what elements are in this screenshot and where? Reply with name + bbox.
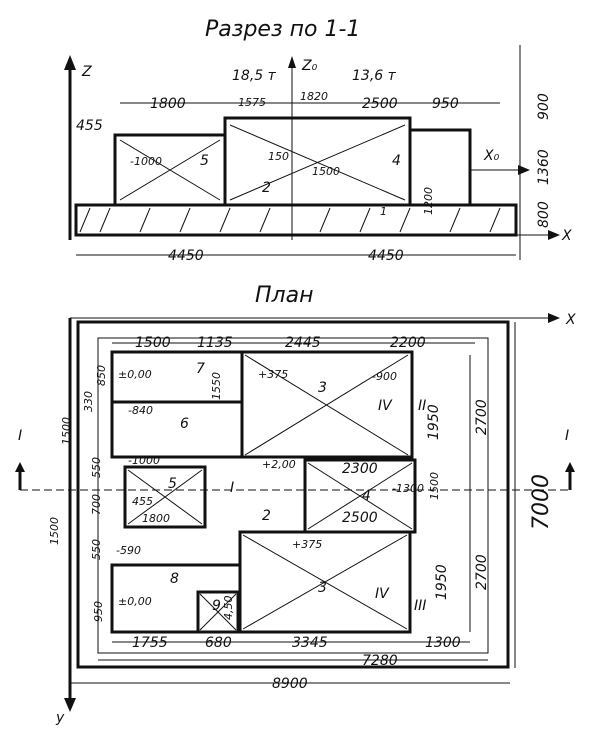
plan-level-13: 2500: [342, 510, 378, 526]
sec-right-dim-1: 900: [536, 93, 552, 120]
plan-left-dim-4: 1500: [48, 517, 61, 545]
plan-right-mid-1: 2700: [474, 399, 490, 435]
plan-overall-inner: 7280: [362, 653, 398, 669]
plan-level-10: ±0,00: [118, 595, 152, 608]
plan-right-inner-2: 1500: [428, 472, 441, 500]
sec-level-2: 150: [268, 150, 289, 163]
plan-room-4: 4: [362, 488, 371, 504]
plan-room-II: II: [418, 398, 426, 414]
plan-level-12: 2300: [342, 461, 378, 477]
sec-room-1: 1: [380, 205, 387, 218]
sec-top-dim-4: 2500: [362, 96, 398, 112]
plan-bottom-dim-3: 3345: [292, 635, 328, 651]
plan-level-2: -840: [128, 404, 153, 417]
sec-right-dim-2: 1360: [536, 149, 552, 185]
axis-z-label: Z: [81, 64, 92, 80]
plan-left-small-3: 550: [90, 539, 103, 560]
section-mark-left: I: [18, 428, 22, 444]
plan-level-7: 455: [132, 495, 153, 508]
plan-room-2: 2: [262, 508, 271, 524]
plan-room-8: 8: [170, 571, 179, 587]
sec-axis-x-label: X: [561, 228, 572, 244]
plan-axis-x-label: X: [565, 312, 576, 328]
plan-left-small-2: 700: [90, 494, 103, 515]
plan-left-dim-3: 1500: [60, 417, 73, 445]
section-mark-right: I: [565, 428, 569, 444]
plan-top-dim-3: 2445: [285, 335, 321, 351]
plan-level-8: 1800: [142, 512, 170, 525]
plan-bottom-dim-1: 1755: [132, 635, 168, 651]
plan-room-9: 9: [212, 598, 221, 614]
mass-right-label: 13,6 т: [352, 68, 397, 84]
sec-room-4: 4: [392, 153, 401, 169]
plan-room-I: I: [230, 480, 234, 496]
axis-z0-label: Z₀: [301, 58, 318, 74]
plan-level-6: -1000: [128, 454, 160, 467]
mass-left-label: 18,5 т: [232, 68, 277, 84]
plan-right-inner-1: 1950: [426, 404, 442, 440]
plan-bottom-dim-2: 680: [205, 635, 232, 651]
plan-rooms: [110, 350, 417, 634]
sec-top-dim-1: 1800: [150, 96, 186, 112]
sec-room-5: 5: [200, 153, 209, 169]
plan-left-dim-2: 330: [82, 391, 95, 412]
sec-level-3: 1500: [312, 165, 340, 178]
plan-inner-frame: [97, 337, 489, 654]
sec-top-dim-2: 1575: [238, 96, 266, 109]
sec-top-dim-3: 1820: [300, 90, 328, 103]
plan-right-inner-3: 1950: [434, 564, 450, 600]
sec-top-dim-5: 950: [432, 96, 459, 112]
plan-title: План: [255, 283, 313, 308]
plan-overall-outer: 8900: [272, 676, 308, 692]
plan-level-16: 4,50: [222, 596, 235, 621]
plan-room-6: 6: [180, 416, 189, 432]
section-title: Разрез по 1-1: [205, 17, 360, 42]
plan-level-15: 1550: [210, 372, 223, 400]
plan-left-dim-1: 850: [95, 365, 108, 386]
plan-room-7: 7: [196, 361, 205, 377]
sec-bottom-dim-1: 4450: [168, 248, 204, 264]
sec-room-2: 2: [262, 180, 271, 196]
plan-outer-frame: [76, 320, 510, 669]
plan-left-dim-5: 950: [92, 601, 105, 622]
plan-level-9: -590: [116, 544, 141, 557]
plan-level-14: -1300: [392, 482, 424, 495]
sec-left-dim: 455: [76, 118, 103, 134]
plan-room-5: 5: [168, 476, 177, 492]
plan-left-small-1: 550: [90, 457, 103, 478]
plan-room-IVb: IV: [375, 586, 390, 602]
plan-top-dim-4: 2200: [390, 335, 426, 351]
sec-bottom-dim-2: 4450: [368, 248, 404, 264]
plan-level-1: ±0,00: [118, 368, 152, 381]
plan-room-3a: 3: [318, 380, 327, 396]
sec-level-1: -1000: [130, 155, 162, 168]
axis-x0-label: X₀: [483, 148, 500, 164]
plan-axis-y-label: y: [55, 710, 65, 726]
plan-level-4: -900: [372, 370, 397, 383]
plan-top-dim-2: 1135: [197, 335, 233, 351]
plan-top-dim-1: 1500: [135, 335, 171, 351]
plan-room-III: III: [414, 598, 426, 614]
plan-level-11: +375: [292, 538, 322, 551]
plan-room-3b: 3: [318, 580, 327, 596]
sec-right-dim-3: 800: [536, 201, 552, 228]
plan-level-3: +375: [258, 368, 288, 381]
sec-level-4: 1200: [422, 187, 435, 215]
plan-right-overall: 7000: [529, 474, 554, 530]
section-structure: [74, 116, 518, 237]
plan-right-mid-2: 2700: [474, 554, 490, 590]
plan-level-5: +2,00: [262, 458, 296, 471]
plan-bottom-dim-4: 1300: [425, 635, 461, 651]
plan-room-IVa: IV: [378, 398, 393, 414]
